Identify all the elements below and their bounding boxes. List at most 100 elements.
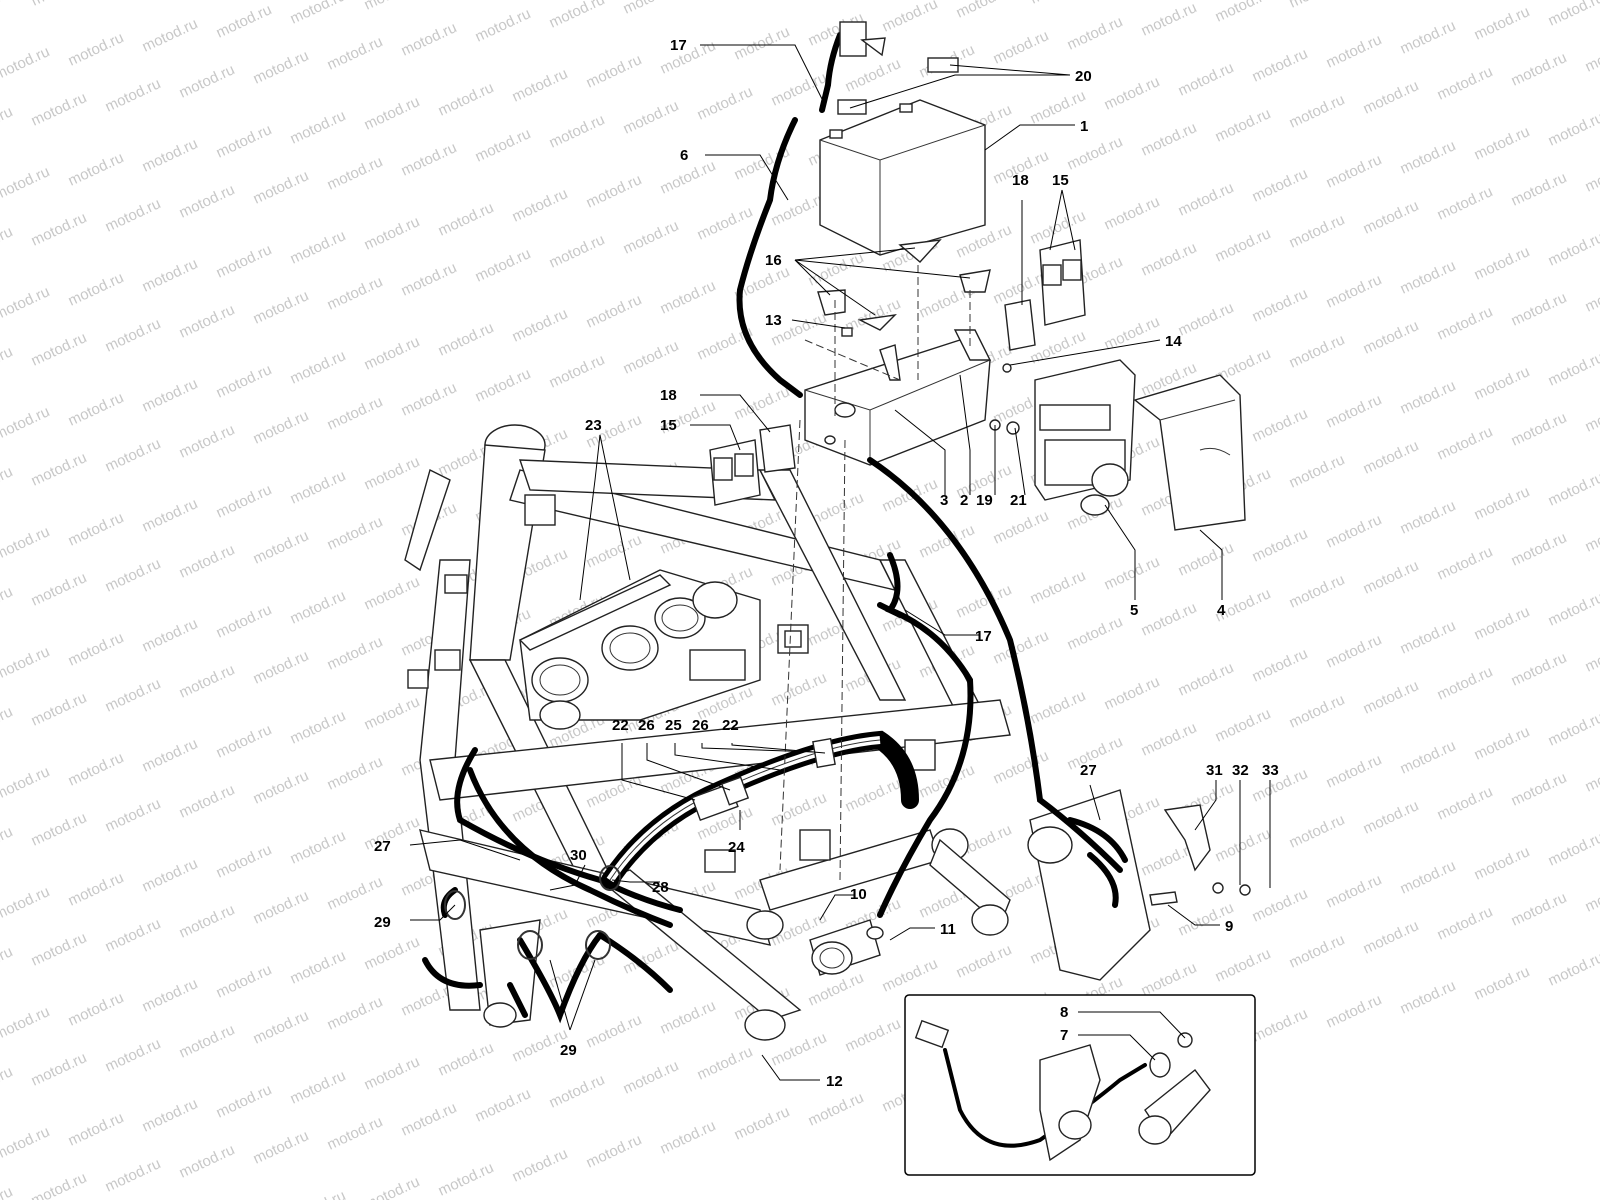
label-16: 16 <box>765 252 782 269</box>
watermark-text: motod.ru <box>584 1131 645 1171</box>
watermark-text: motod.ru <box>1583 35 1600 75</box>
watermark-text: motod.ru <box>251 287 312 327</box>
watermark-text: motod.ru <box>214 961 275 1001</box>
watermark-text: motod.ru <box>66 149 127 189</box>
watermark-text: motod.ru <box>1139 0 1200 40</box>
watermark-text: motod.ru <box>251 167 312 207</box>
watermark-text: motod.ru <box>214 361 275 401</box>
label-11: 11 <box>940 921 956 938</box>
watermark-text: motod.ru <box>214 841 275 881</box>
label-2: 2 <box>960 492 968 509</box>
watermark-text: motod.ru <box>362 1053 423 1093</box>
watermark-text: motod.ru <box>1176 539 1237 579</box>
watermark-text: motod.ru <box>732 1103 793 1143</box>
watermark-text: motod.ru <box>325 633 386 673</box>
watermark-text: motod.ru <box>288 587 349 627</box>
watermark-text: motod.ru <box>1546 589 1600 629</box>
watermark-text: motod.ru <box>436 319 497 359</box>
watermark-text: motod.ru <box>1324 991 1385 1031</box>
watermark-text: motod.ru <box>0 703 15 743</box>
watermark-text: motod.ru <box>66 29 127 69</box>
watermark-text: motod.ru <box>1472 123 1533 163</box>
watermark-text: motod.ru <box>214 1 275 41</box>
watermark-text: motod.ru <box>0 223 15 263</box>
label-29b: 29 <box>560 1042 577 1059</box>
watermark-text: motod.ru <box>1324 271 1385 311</box>
watermark-text: motod.ru <box>806 1089 867 1129</box>
watermark-text: motod.ru <box>29 689 90 729</box>
watermark-text: motod.ru <box>584 51 645 91</box>
watermark-text: motod.ru <box>1435 63 1496 103</box>
watermark-text: motod.ru <box>1546 229 1600 269</box>
watermark-text: motod.ru <box>658 277 719 317</box>
watermark-text: motod.ru <box>1472 843 1533 883</box>
watermark-text: motod.ru <box>1250 165 1311 205</box>
watermark-text: motod.ru <box>1361 77 1422 117</box>
watermark-text: motod.ru <box>1509 49 1570 89</box>
watermark-text: motod.ru <box>325 33 386 73</box>
watermark-text: motod.ru <box>140 255 201 295</box>
watermark-text: motod.ru <box>547 111 608 151</box>
watermark-text: motod.ru <box>1102 673 1163 713</box>
watermark-text: motod.ru <box>1102 193 1163 233</box>
watermark-text: motod.ru <box>806 969 867 1009</box>
watermark-text: motod.ru <box>1176 299 1237 339</box>
watermark-text: motod.ru <box>769 69 830 109</box>
label-23: 23 <box>585 417 602 434</box>
watermark-text: motod.ru <box>1472 723 1533 763</box>
watermark-text: motod.ru <box>1398 857 1459 897</box>
watermark-text: motod.ru <box>288 107 349 147</box>
watermark-text: motod.ru <box>66 509 127 549</box>
watermark-text: motod.ru <box>1324 31 1385 71</box>
watermark-text: motod.ru <box>66 749 127 789</box>
relay-group-lower <box>709 424 796 506</box>
watermark-text: motod.ru <box>288 0 349 28</box>
watermark-text: motod.ru <box>1028 567 1089 607</box>
watermark-text: motod.ru <box>1398 617 1459 657</box>
watermark-text: motod.ru <box>1102 73 1163 113</box>
watermark-text: motod.ru <box>1583 155 1600 195</box>
watermark-text: motod.ru <box>177 661 238 701</box>
watermark-text: motod.ru <box>103 195 164 235</box>
watermark-text: motod.ru <box>325 753 386 793</box>
watermark-text: motod.ru <box>621 217 682 257</box>
label-33: 33 <box>1262 762 1279 779</box>
watermark-text: motod.ru <box>1398 977 1459 1017</box>
starter-motor <box>809 919 884 976</box>
label-7: 7 <box>1060 1027 1068 1044</box>
watermark-text: motod.ru <box>177 421 238 461</box>
watermark-text: motod.ru <box>1287 811 1348 851</box>
watermark-text: motod.ru <box>288 347 349 387</box>
watermark-text: motod.ru <box>140 735 201 775</box>
watermark-text: motod.ru <box>0 283 52 323</box>
watermark-text: motod.ru <box>1361 797 1422 837</box>
watermark-text: motod.ru <box>362 0 423 14</box>
watermark-text: motod.ru <box>1472 363 1533 403</box>
label-24: 24 <box>728 839 745 856</box>
watermark-text: motod.ru <box>954 941 1015 981</box>
watermark-text: motod.ru <box>1361 677 1422 717</box>
watermark-text: motod.ru <box>399 1099 460 1139</box>
assembly-lines <box>779 265 971 881</box>
watermark-text: motod.ru <box>1250 45 1311 85</box>
label-28: 28 <box>652 879 669 896</box>
watermark-text: motod.ru <box>1213 705 1274 745</box>
watermark-text: motod.ru <box>1324 871 1385 911</box>
watermark-text: motod.ru <box>1361 197 1422 237</box>
label-4: 4 <box>1217 602 1226 619</box>
watermark-text: motod.ru <box>288 707 349 747</box>
watermark-text: motod.ru <box>991 627 1052 667</box>
watermark-text: motod.ru <box>695 0 756 4</box>
cables <box>422 21 1128 1024</box>
watermark-text: motod.ru <box>325 873 386 913</box>
watermark-text: motod.ru <box>1583 875 1600 915</box>
label-30: 30 <box>570 847 587 864</box>
watermark-text: motod.ru <box>0 823 15 863</box>
watermark-text: motod.ru <box>1176 59 1237 99</box>
watermark-text: motod.ru <box>1546 469 1600 509</box>
watermark-text: motod.ru <box>214 721 275 761</box>
watermark-text: motod.ru <box>1398 377 1459 417</box>
watermark-text: motod.ru <box>732 383 793 423</box>
watermark-text: motod.ru <box>1398 257 1459 297</box>
